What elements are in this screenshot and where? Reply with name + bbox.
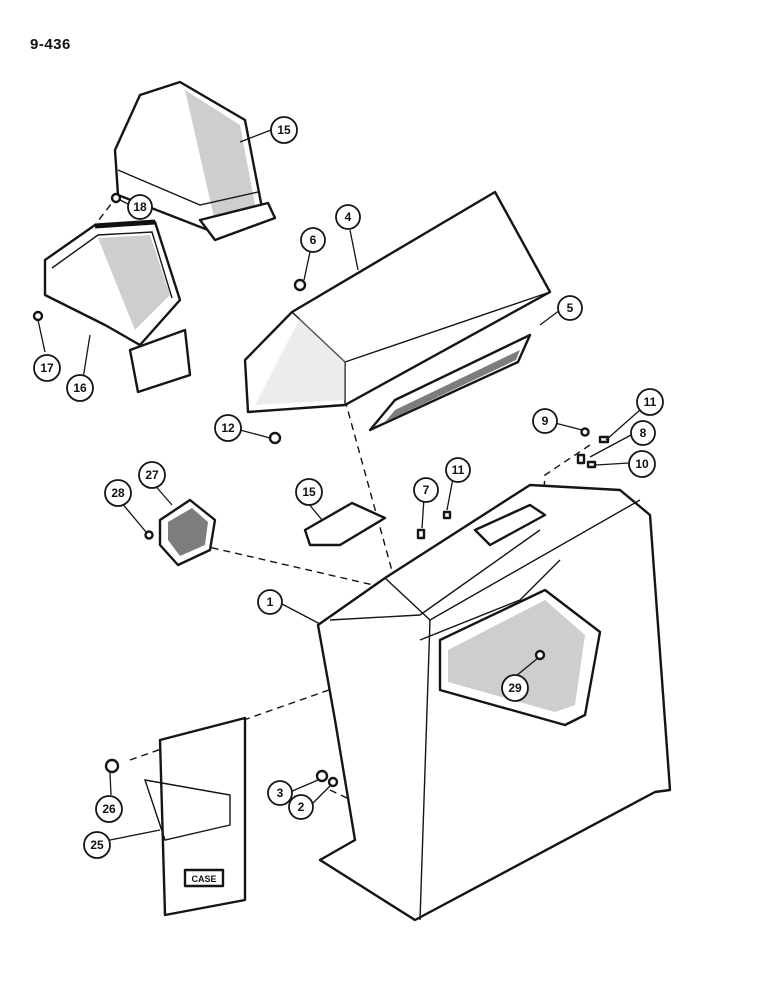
svg-text:11: 11: [452, 463, 465, 477]
callout-9: 9: [532, 408, 558, 434]
callout-1: 1: [257, 589, 283, 615]
svg-text:3: 3: [277, 786, 284, 800]
fasteners: [32, 192, 610, 788]
svg-text:18: 18: [133, 200, 147, 214]
svg-text:2: 2: [298, 800, 305, 814]
svg-text:9: 9: [542, 414, 549, 428]
lower-access-panel: CASE: [143, 716, 247, 917]
callout-6: 6: [300, 227, 326, 253]
svg-text:10: 10: [635, 457, 649, 471]
svg-text:1: 1: [267, 595, 274, 609]
callout-15-lower: 16: [66, 374, 94, 402]
svg-text:7: 7: [423, 483, 430, 497]
upper-vent-housing: [113, 80, 277, 242]
svg-text:4: 4: [345, 210, 352, 224]
callout-10: 10: [628, 450, 656, 478]
callout-29: 29: [501, 674, 529, 702]
callout-25: 25: [83, 831, 111, 859]
callout-11-right: 11: [636, 388, 664, 416]
instrument-cover: [243, 190, 552, 414]
callout-18: 18: [127, 194, 153, 220]
cover-plate: [303, 501, 387, 547]
callout-7: 7: [413, 477, 439, 503]
svg-text:25: 25: [90, 838, 104, 852]
lower-vent-housing: [43, 219, 192, 394]
svg-text:15: 15: [277, 123, 291, 137]
callout-16: 15: [295, 478, 323, 506]
svg-text:12: 12: [221, 421, 235, 435]
svg-text:17: 17: [40, 361, 54, 375]
svg-text:29: 29: [508, 681, 522, 695]
svg-text:8: 8: [640, 426, 647, 440]
callout-27: 27: [138, 461, 166, 489]
callout-4: 4: [335, 204, 361, 230]
callout-26: 26: [95, 795, 123, 823]
svg-text:15: 15: [302, 485, 316, 499]
callouts: 15 18 6 4 5 17 16 12: [33, 116, 664, 859]
svg-text:11: 11: [644, 395, 657, 409]
callout-15-upper: 15: [270, 116, 298, 144]
callout-5: 5: [557, 295, 583, 321]
callout-8: 8: [630, 420, 656, 446]
page-number: 9-436: [30, 36, 71, 53]
vent-louver: [158, 498, 217, 567]
panel-badge: CASE: [191, 874, 216, 884]
svg-text:27: 27: [145, 468, 159, 482]
svg-text:16: 16: [73, 381, 87, 395]
svg-text:6: 6: [310, 233, 317, 247]
svg-text:28: 28: [111, 486, 125, 500]
callout-3: 3: [267, 780, 293, 806]
callout-28: 28: [104, 479, 132, 507]
svg-text:5: 5: [567, 301, 574, 315]
svg-text:26: 26: [102, 802, 116, 816]
console-body: [316, 483, 672, 922]
callout-2: 2: [288, 794, 314, 820]
callout-17: 17: [33, 354, 61, 382]
louver-screw: [144, 530, 154, 540]
cover-lower-trim: [368, 333, 532, 432]
callout-12: 12: [214, 414, 242, 442]
callout-11-center: 11: [445, 457, 471, 483]
leader-lines: [37, 129, 641, 841]
